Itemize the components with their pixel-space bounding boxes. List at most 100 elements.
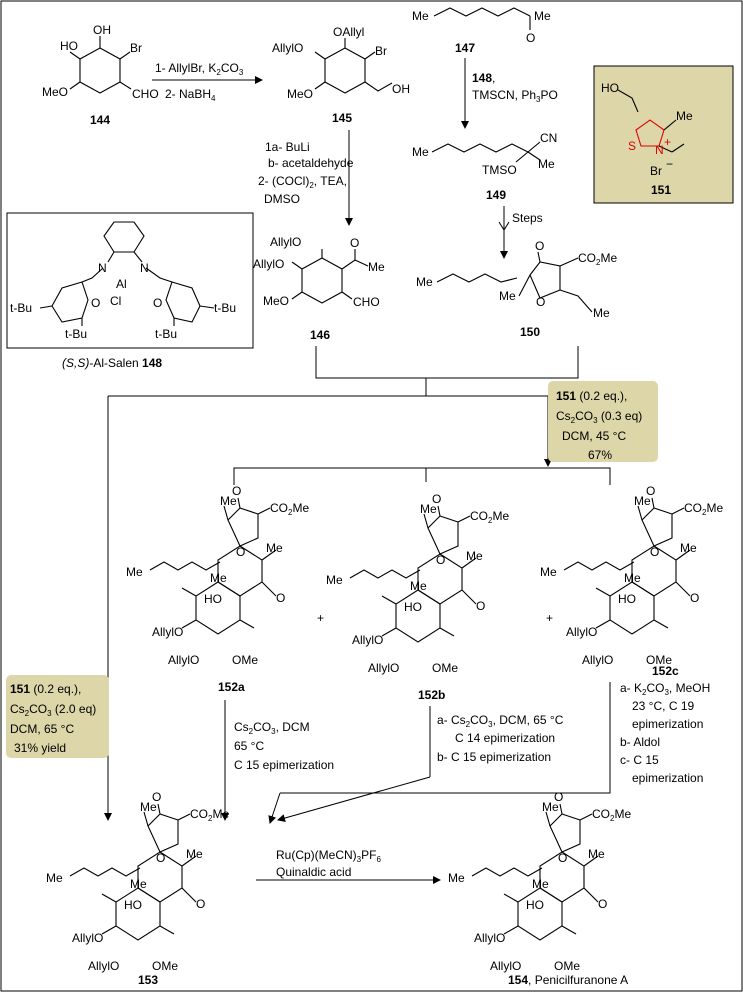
- compound-152c: Me O CO2Me O Me Me Me HO O AllylO AllylO…: [540, 484, 723, 667]
- svg-text:+: +: [546, 611, 553, 625]
- cho-label: CHO: [132, 87, 159, 101]
- svg-text:OMe: OMe: [152, 959, 178, 973]
- compound-145: OAllyl AllylO Br MeO OH 145: [272, 25, 410, 125]
- arrow-to-products: [108, 395, 552, 467]
- svg-text:Me: Me: [420, 502, 437, 516]
- svg-text:HO: HO: [526, 898, 544, 912]
- svg-text:Me: Me: [680, 541, 697, 555]
- svg-text:Me: Me: [186, 847, 203, 861]
- svg-text:OMe: OMe: [432, 661, 458, 675]
- svg-text:Br: Br: [650, 164, 662, 178]
- compound-150-number: 150: [520, 325, 540, 339]
- svg-text:O: O: [598, 897, 607, 911]
- svg-text:Me: Me: [532, 877, 549, 891]
- arrow-152b-153: [277, 776, 431, 822]
- svg-text:HO: HO: [601, 81, 619, 95]
- svg-text:Cs2CO3 (0.3 eq): Cs2CO3 (0.3 eq): [556, 409, 642, 425]
- compound-152a-number: 152a: [218, 680, 245, 694]
- svg-text:AllylO: AllylO: [152, 625, 183, 639]
- oh-label: OH: [93, 23, 111, 37]
- ho-label: HO: [60, 39, 78, 53]
- svg-text:AllylO: AllylO: [72, 931, 103, 945]
- svg-text:Me: Me: [593, 306, 610, 320]
- svg-text:Me: Me: [466, 549, 483, 563]
- svg-text:Me: Me: [588, 847, 605, 861]
- svg-text:N: N: [655, 143, 664, 157]
- svg-text:Al: Al: [116, 277, 127, 291]
- svg-text:t-Bu: t-Bu: [214, 301, 236, 315]
- svg-text:CO2Me: CO2Me: [578, 251, 617, 267]
- svg-text:HO: HO: [204, 592, 222, 606]
- compound-144: OH HO Br MeO CHO 144: [42, 23, 159, 127]
- svg-text:148,: 148,: [472, 71, 495, 85]
- svg-text:epimerization: epimerization: [632, 771, 703, 785]
- svg-text:DMSO: DMSO: [264, 192, 300, 206]
- compound-145-number: 145: [332, 111, 352, 125]
- svg-text:Me: Me: [499, 289, 516, 303]
- compound-149-number: 149: [486, 188, 506, 202]
- svg-text:CHO: CHO: [353, 295, 380, 309]
- svg-text:Me: Me: [326, 573, 343, 587]
- merge-bracket: [315, 346, 579, 379]
- svg-text:−: −: [666, 157, 673, 171]
- svg-text:Me: Me: [368, 260, 385, 274]
- svg-text:N: N: [98, 261, 107, 275]
- svg-text:Ru(Cp)(MeCN)3PF6: Ru(Cp)(MeCN)3PF6: [276, 848, 381, 864]
- svg-text:Me: Me: [448, 871, 465, 885]
- svg-text:AllylO: AllylO: [368, 661, 399, 675]
- svg-text:O: O: [232, 484, 241, 498]
- svg-text:c- C 15: c- C 15: [620, 753, 659, 767]
- compound-146: AllylO AllylO O Me MeO CHO 146: [253, 235, 385, 342]
- compound-152b: Me O CO2Me O Me Me Me HO O AllylO AllylO…: [326, 492, 509, 702]
- svg-text:OMe: OMe: [554, 959, 580, 973]
- svg-text:23 °C, C 19: 23 °C, C 19: [632, 699, 694, 713]
- svg-text:Me: Me: [542, 800, 559, 814]
- svg-text:HO: HO: [404, 600, 422, 614]
- compound-153-number: 153: [138, 973, 158, 987]
- svg-text:O: O: [236, 545, 245, 559]
- br-label: Br: [130, 41, 142, 55]
- svg-text:OAllyl: OAllyl: [333, 25, 364, 39]
- svg-text:b- Aldol: b- Aldol: [620, 735, 660, 749]
- svg-text:TMSCN, Ph3PO: TMSCN, Ph3PO: [472, 88, 558, 104]
- svg-text:Me: Me: [540, 565, 557, 579]
- svg-text:AllylO: AllylO: [168, 653, 199, 667]
- svg-text:151 (0.2 eq.),: 151 (0.2 eq.),: [10, 682, 81, 696]
- svg-text:O: O: [476, 599, 485, 613]
- svg-text:Me: Me: [46, 871, 63, 885]
- svg-text:C 14 epimerization: C 14 epimerization: [455, 731, 555, 745]
- svg-text:CO2Me: CO2Me: [470, 509, 509, 525]
- svg-text:Cs2CO3 (2.0 eq): Cs2CO3 (2.0 eq): [10, 702, 96, 718]
- svg-text:Me: Me: [534, 9, 551, 23]
- svg-text:t-Bu: t-Bu: [10, 301, 32, 315]
- svg-text:O: O: [558, 851, 567, 865]
- main-condition-box: 151 (0.2 eq.), Cs2CO3 (0.3 eq) DCM, 45 °…: [548, 381, 658, 462]
- svg-text:O: O: [432, 492, 441, 506]
- svg-text:b- C 15 epimerization: b- C 15 epimerization: [437, 750, 551, 764]
- svg-text:epimerization: epimerization: [632, 717, 703, 731]
- svg-text:a- K2CO3, MeOH: a- K2CO3, MeOH: [620, 681, 710, 697]
- svg-text:Cl: Cl: [110, 294, 121, 308]
- compound-147-number: 147: [455, 41, 475, 55]
- svg-text:AllylO: AllylO: [490, 959, 521, 973]
- compound-154: Me O CO2Me O Me Me Me HO O AllylO AllylO…: [448, 790, 631, 973]
- svg-text:MeO: MeO: [287, 87, 313, 101]
- svg-text:O: O: [650, 545, 659, 559]
- svg-text:AllylO: AllylO: [272, 41, 303, 55]
- svg-text:S: S: [628, 139, 636, 153]
- svg-text:O: O: [436, 553, 445, 567]
- svg-text:O: O: [536, 295, 545, 309]
- svg-text:Me: Me: [634, 494, 651, 508]
- compound-150: Me O CO2Me Me O Me 150: [416, 239, 617, 339]
- svg-text:OMe: OMe: [232, 653, 258, 667]
- svg-text:2- (COCl)2, TEA,: 2- (COCl)2, TEA,: [258, 174, 347, 190]
- svg-text:AllylO: AllylO: [88, 959, 119, 973]
- product-bracket: [233, 467, 611, 485]
- svg-text:OH: OH: [392, 82, 410, 96]
- compound-153: Me O CO2Me O Me Me Me HO O AllylO AllylO…: [46, 790, 229, 987]
- svg-text:Me: Me: [412, 145, 429, 159]
- compound-146-number: 146: [310, 328, 330, 342]
- svg-text:Me: Me: [538, 157, 555, 171]
- svg-text:+: +: [664, 135, 671, 149]
